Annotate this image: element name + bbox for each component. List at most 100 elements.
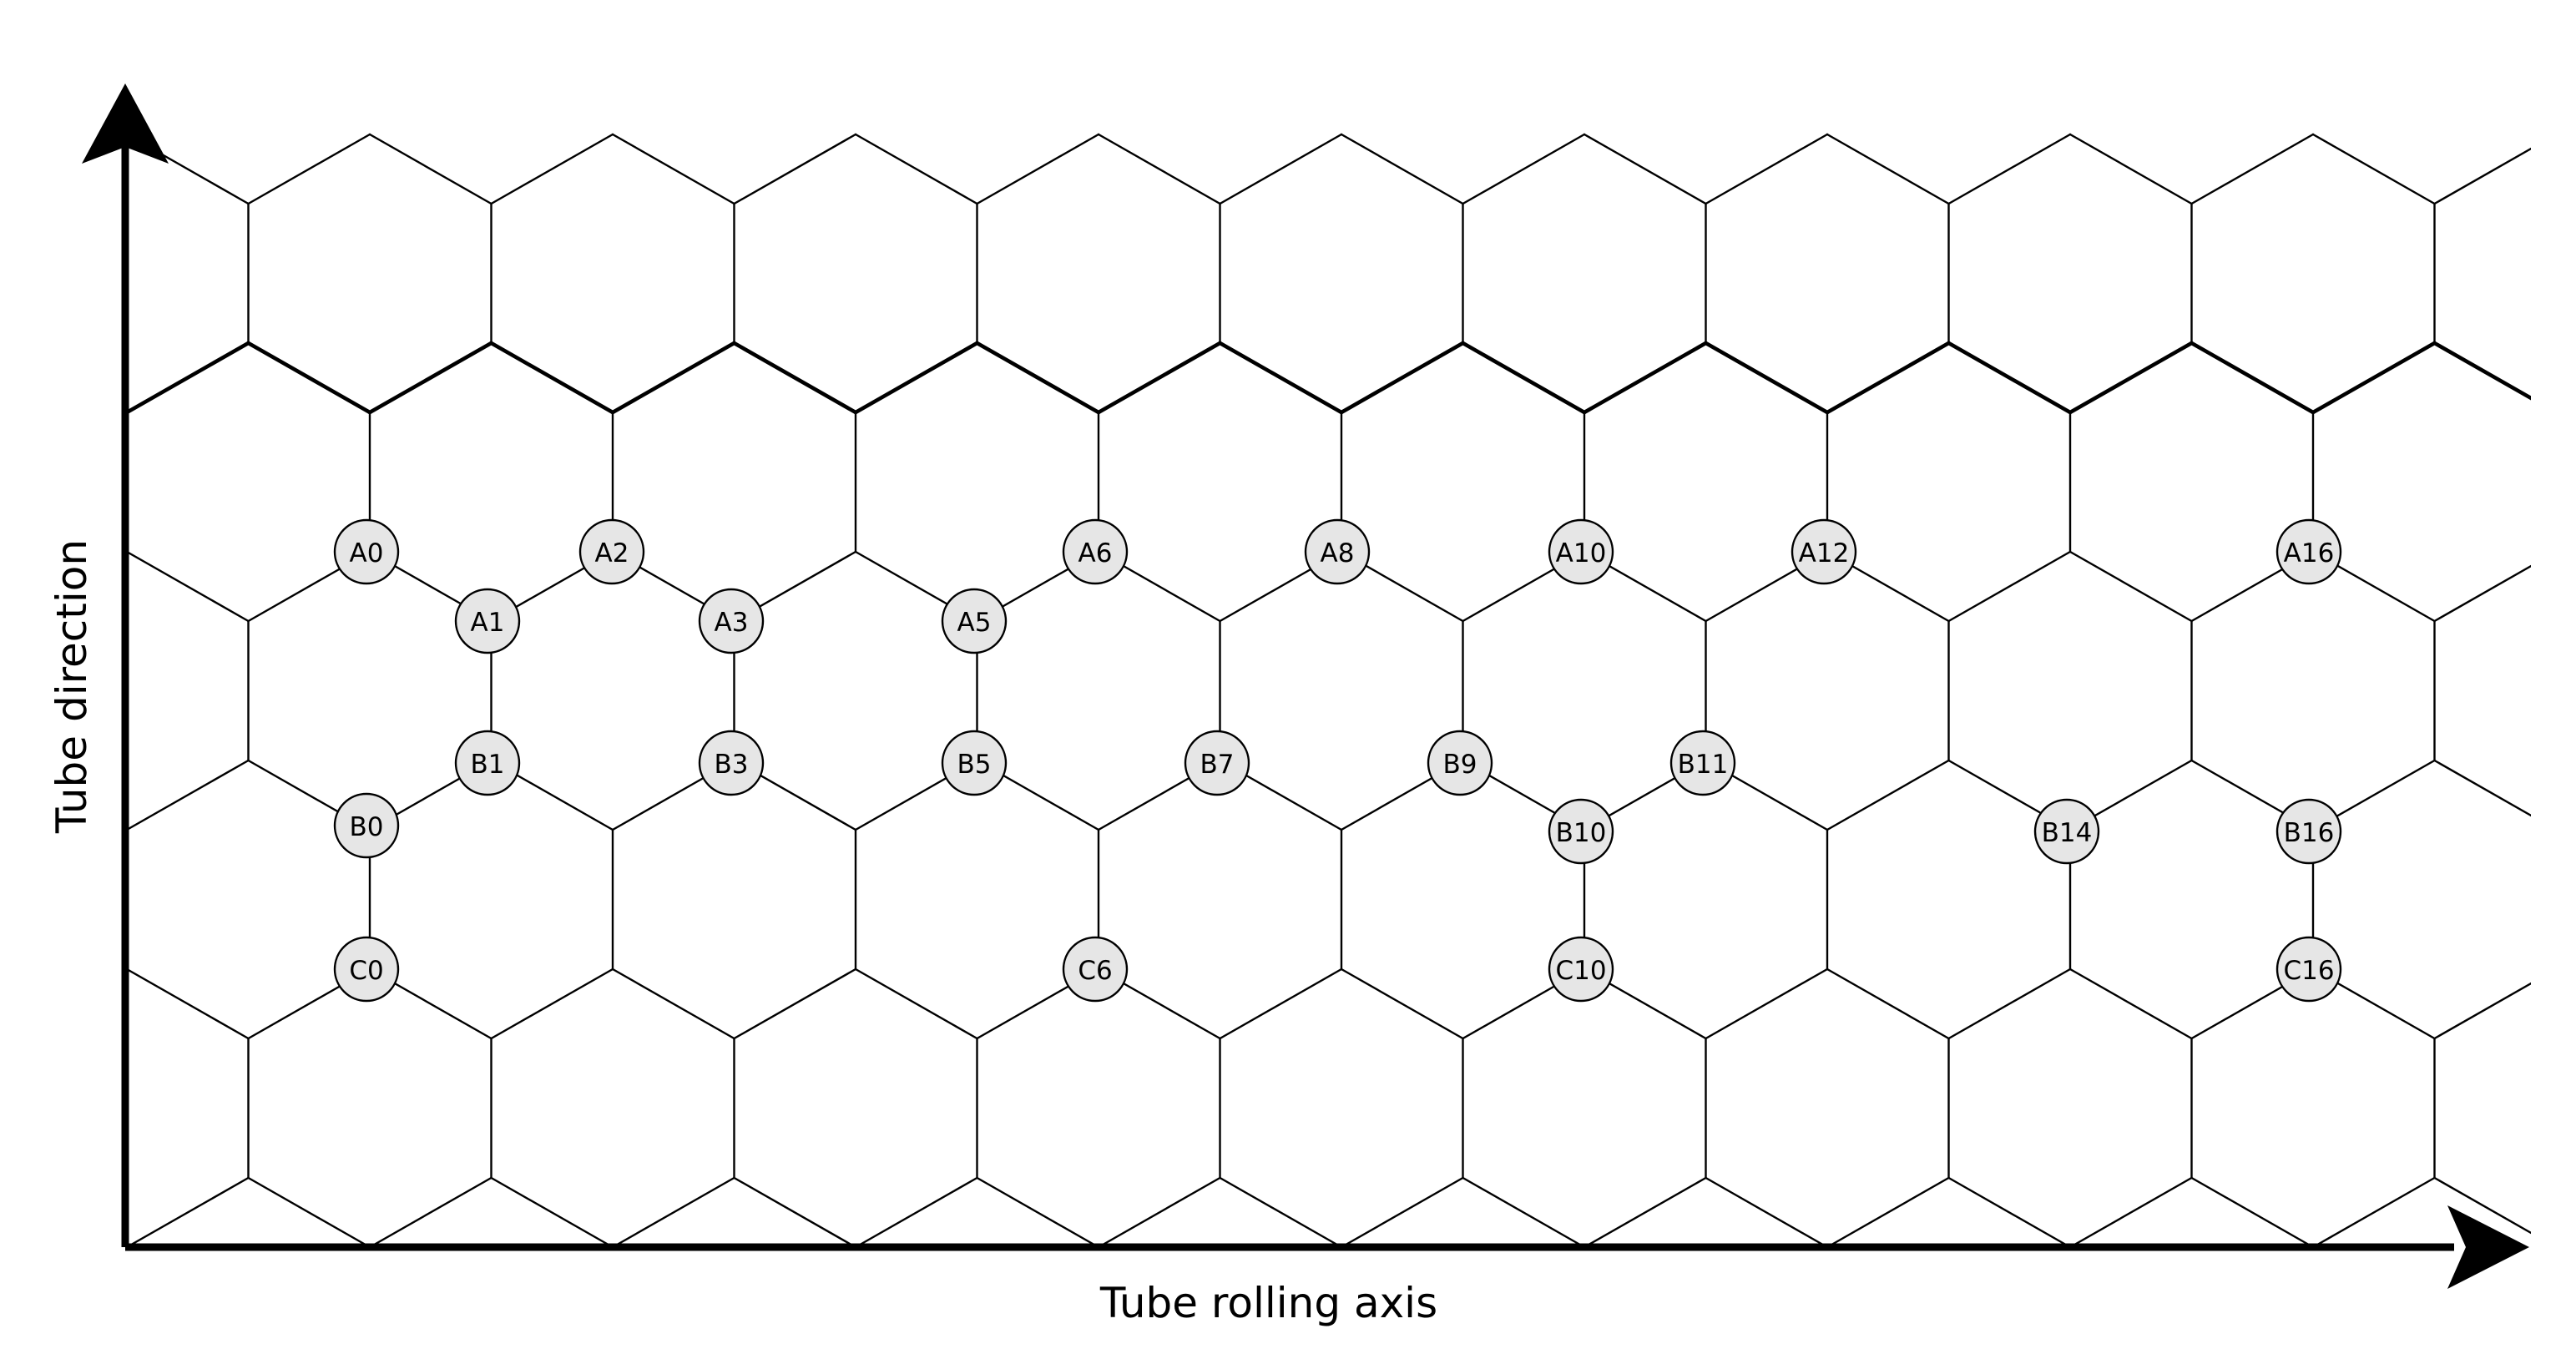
lattice-bond: [1340, 967, 1464, 1040]
atom-circle: [941, 588, 1008, 654]
atom-label: B14: [2042, 818, 2093, 848]
lattice-bond: [2556, 134, 2576, 204]
lattice-bond: [1340, 133, 1464, 205]
lattice-bond: [2556, 552, 2576, 621]
lattice-bond: [1462, 1176, 1586, 1249]
x-axis-label: Tube rolling axis: [1099, 1279, 1437, 1327]
y-axis: [82, 83, 169, 1247]
atom-a16: A16: [2275, 518, 2342, 585]
atom-circle: [333, 936, 400, 1003]
lattice-bond: [610, 341, 736, 415]
lattice-bond: [733, 1176, 857, 1249]
lattice-bond: [1096, 341, 1222, 415]
atom-circle: [1184, 730, 1250, 796]
atom-circle: [1304, 518, 1371, 585]
atom-a6: A6: [1062, 518, 1129, 585]
lattice-bond: [489, 341, 615, 415]
lattice-bond: [976, 1176, 1100, 1249]
atom-label: C0: [349, 956, 383, 986]
atom-circle: [1548, 798, 1614, 865]
atom-circle: [2275, 798, 2342, 865]
atom-label: A12: [1799, 538, 1850, 568]
lattice-bond: [1583, 1176, 1707, 1249]
lattice-bond: [127, 1245, 129, 1249]
atom-circle: [1062, 936, 1129, 1003]
atom-label: A10: [1556, 538, 1607, 568]
atom-label: A16: [2284, 538, 2335, 568]
atom-c0: C0: [333, 936, 400, 1003]
lattice-bond: [2433, 1176, 2531, 1235]
lattice-bond: [1339, 341, 1465, 415]
atom-a12: A12: [1791, 518, 1857, 585]
lattice-bond: [246, 341, 372, 415]
lattice-bond: [1705, 1176, 1829, 1249]
lattice-bond: [1826, 759, 1950, 831]
lattice-bond: [1461, 341, 1587, 415]
lattice-bond: [490, 1176, 614, 1249]
x-axis-arrowhead: [2447, 1205, 2529, 1289]
lattice-bond: [2433, 982, 2531, 1040]
atom-c16: C16: [2275, 936, 2342, 1003]
lattice-bond: [975, 341, 1101, 415]
atom-b10: B10: [1548, 798, 1614, 865]
atom-b3: B3: [698, 730, 765, 796]
atom-b11: B11: [1669, 730, 1736, 796]
lattice-bond: [2556, 760, 2576, 830]
atom-b14: B14: [2033, 798, 2100, 865]
lattice-bond: [490, 133, 614, 205]
lattice-bond: [1097, 1176, 1221, 1249]
atom-circle: [454, 730, 521, 796]
atom-label: A6: [1078, 538, 1113, 568]
lattice-bond: [2311, 133, 2436, 205]
atom-a1: A1: [454, 588, 521, 654]
lattice-bond: [2432, 341, 2531, 401]
atom-label: C6: [1078, 956, 1112, 986]
atom-c6: C6: [1062, 936, 1129, 1003]
atom-circle: [1548, 936, 1614, 1003]
atom-label: A5: [957, 608, 992, 638]
lattice-bond: [2068, 967, 2193, 1040]
lattice-bond: [2068, 550, 2193, 623]
lattice-bond: [2311, 1176, 2436, 1249]
lattice-bond: [2190, 341, 2316, 415]
lattice-bond: [854, 1176, 978, 1249]
y-axis-arrowhead: [82, 83, 169, 164]
atom-label: B5: [957, 750, 992, 780]
lattice-bond: [2311, 341, 2437, 415]
lattice-bond: [1097, 133, 1221, 205]
lattice-bond: [247, 133, 371, 205]
atom-a8: A8: [1304, 518, 1371, 585]
atom-label: B0: [350, 812, 384, 842]
atom-label: B16: [2284, 818, 2335, 848]
lattice-bond: [367, 341, 493, 415]
atom-circle: [1062, 518, 1129, 585]
atom-circle: [1548, 518, 1614, 585]
lattice-bond: [1947, 1176, 2072, 1249]
lattice-bond: [127, 1176, 250, 1249]
lattice-bond: [368, 133, 492, 205]
lattice-bond: [1947, 550, 2072, 623]
atom-c10: C10: [1548, 936, 1614, 1003]
y-axis-label: Tube direction: [48, 539, 96, 834]
lattice-bond: [1826, 133, 1950, 205]
atom-a2: A2: [578, 518, 645, 585]
x-axis: [125, 1205, 2529, 1289]
lattice-bond: [1705, 967, 1829, 1040]
atom-label: B3: [715, 750, 749, 780]
lattice-bond: [1826, 1176, 1950, 1249]
lattice-bond: [2190, 1176, 2315, 1249]
atom-b7: B7: [1184, 730, 1250, 796]
hexagon-grid: [127, 133, 2576, 1249]
atom-label: B11: [1678, 750, 1729, 780]
atom-circle: [333, 518, 400, 585]
lattice-bond: [127, 341, 250, 415]
atom-b0: B0: [333, 792, 400, 859]
atom-circle: [698, 730, 765, 796]
atom-label: B9: [1443, 750, 1477, 780]
lattice-bond: [1705, 133, 1829, 205]
lattice-bond: [1947, 967, 2072, 1040]
lattice-bond: [127, 967, 129, 971]
atom-circle: [1669, 730, 1736, 796]
lattice-bond: [1947, 133, 2072, 205]
